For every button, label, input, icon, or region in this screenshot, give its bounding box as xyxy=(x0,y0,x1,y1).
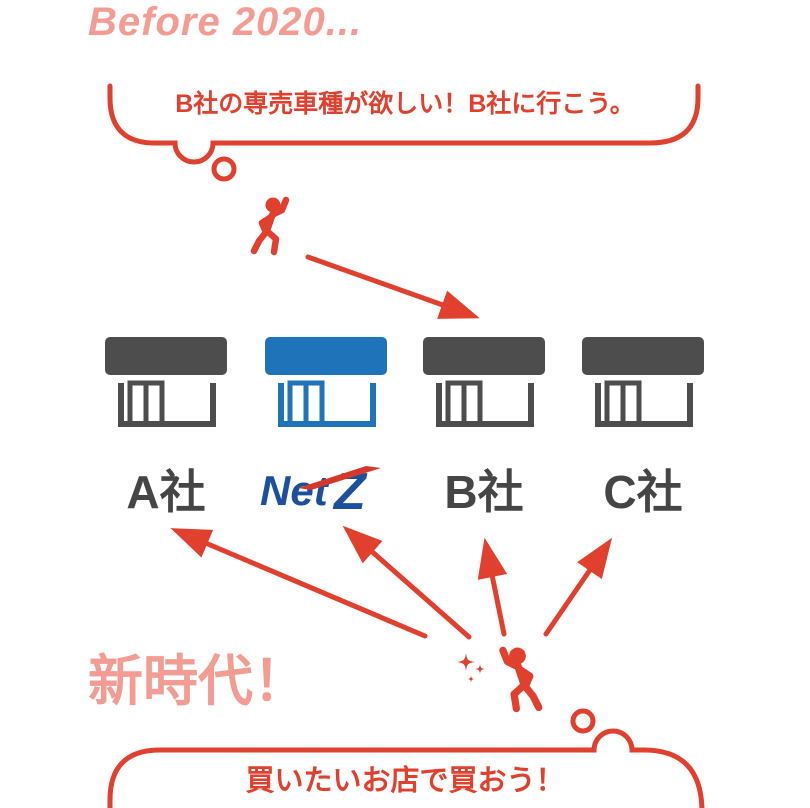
radiating-arrows xyxy=(170,525,613,640)
svg-text:Net: Net xyxy=(260,467,330,514)
arrow-to-b-label-icon xyxy=(477,537,508,637)
store-icon-c xyxy=(582,337,704,424)
arrow-to-c-label-icon xyxy=(543,537,613,637)
bottom-bubble-text: 買いたいお店で買おう！ xyxy=(245,765,565,797)
store-icon-b xyxy=(423,337,545,424)
top-bubble-text: B社の専売車種が欲しい！B社に行こう。 xyxy=(175,90,635,118)
store-label-b: B社 xyxy=(444,466,524,518)
arrow-to-b-store-icon xyxy=(305,254,480,319)
store-icon-netz xyxy=(265,337,387,424)
arrow-to-a-label-icon xyxy=(170,528,428,639)
netz-logo-swoosh xyxy=(298,466,381,490)
arrow-to-netz-label-icon xyxy=(342,525,472,640)
store-icon-a xyxy=(105,337,227,424)
store-label-c: C社 xyxy=(603,466,683,518)
svg-text:Z: Z xyxy=(332,463,368,521)
sparkle-icon xyxy=(457,653,485,683)
happy-person-icon xyxy=(503,648,539,709)
page-title: Before 2020... xyxy=(88,0,363,44)
walking-person-icon xyxy=(254,198,286,253)
new-era-text: 新時代！ xyxy=(88,650,309,712)
netz-logo: Net Z xyxy=(260,463,381,521)
store-label-a: A社 xyxy=(126,466,206,518)
